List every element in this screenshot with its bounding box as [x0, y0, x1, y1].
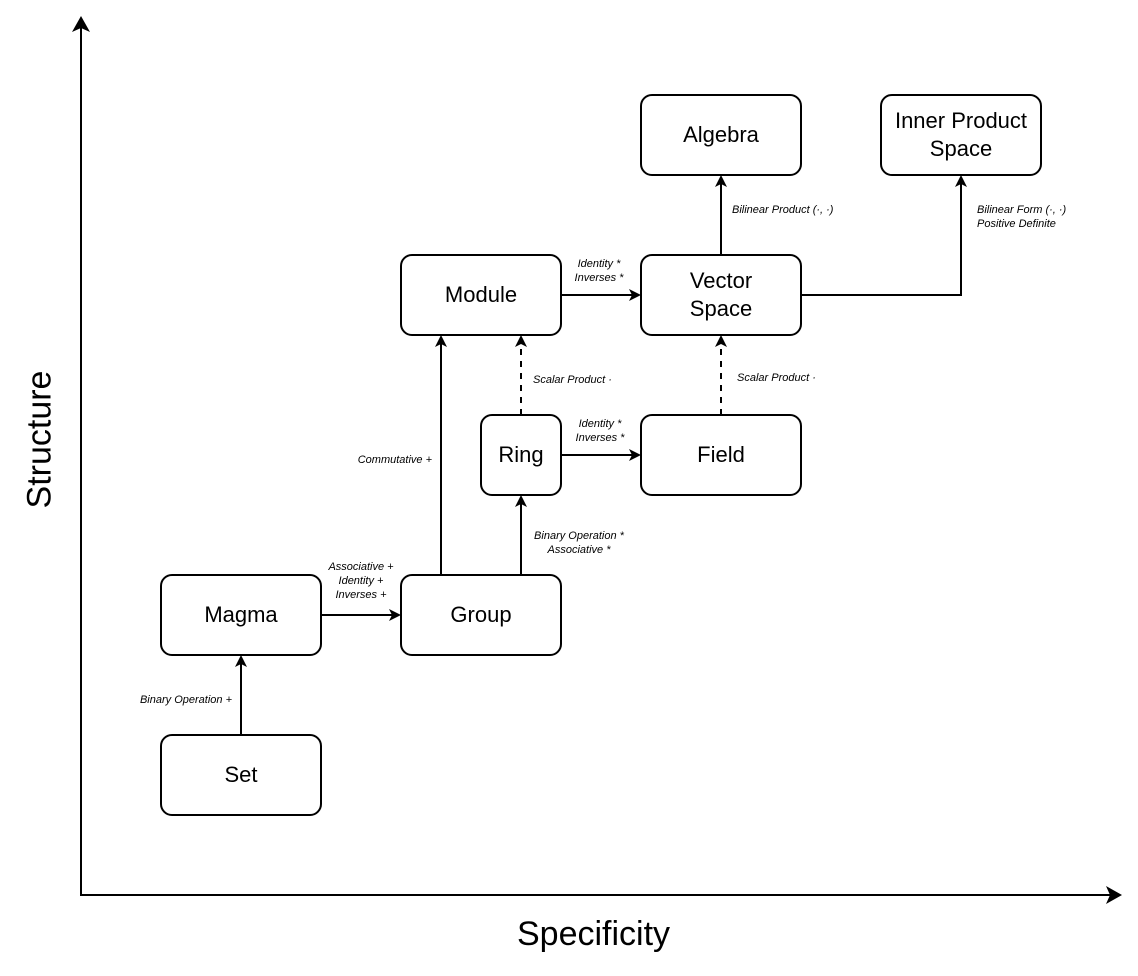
label-module-vector-space: Identity * Inverses * — [560, 257, 638, 285]
label-line: Bilinear Form (·, ·) — [977, 204, 1067, 216]
label-line: Identity * — [578, 418, 622, 430]
label-magma-group: Associative + Identity + Inverses + — [316, 560, 406, 602]
label-set-magma: Binary Operation + — [120, 693, 232, 707]
label-vector-space-algebra: Bilinear Product (·, ·) — [732, 203, 833, 217]
node-magma[interactable]: Magma — [160, 574, 322, 656]
label-line: Binary Operation + — [139, 694, 232, 706]
x-axis-title: Specificity — [517, 915, 671, 953]
node-set[interactable]: Set — [160, 734, 322, 816]
label-line: Inverses + — [335, 589, 387, 601]
node-field[interactable]: Field — [640, 414, 802, 496]
label-ring-field: Identity * Inverses * — [562, 417, 638, 445]
label-ring-module: Scalar Product · — [533, 373, 612, 387]
label-line: Inverses * — [575, 432, 625, 444]
label-line: Identity * — [577, 258, 621, 270]
y-axis-title: Structure — [20, 370, 59, 509]
label-line: Scalar Product · — [737, 372, 816, 384]
node-algebra[interactable]: Algebra — [640, 94, 802, 176]
label-line: Bilinear Product (·, ·) — [732, 204, 834, 216]
label-group-ring: Binary Operation * Associative * — [526, 529, 632, 557]
label-line: Scalar Product · — [533, 374, 612, 386]
label-line: Associative + — [328, 561, 394, 573]
label-line: Associative * — [547, 544, 611, 556]
node-ring[interactable]: Ring — [480, 414, 562, 496]
node-inner-product-space[interactable]: Inner Product Space — [880, 94, 1042, 176]
label-line: Inverses * — [574, 272, 624, 284]
node-vector-space[interactable]: Vector Space — [640, 254, 802, 336]
label-group-module: Commutative + — [330, 453, 432, 467]
node-group[interactable]: Group — [400, 574, 562, 656]
edge-vector-space-inner-product-space — [801, 175, 967, 296]
label-line: Positive Definite — [977, 218, 1056, 230]
label-field-vector-space: Scalar Product · — [737, 371, 816, 385]
label-vector-space-inner-product-space: Bilinear Form (·, ·) Positive Definite — [977, 203, 1066, 231]
label-line: Binary Operation * — [534, 530, 624, 542]
label-line: Identity + — [338, 575, 384, 587]
label-line: Commutative + — [357, 454, 432, 466]
node-module[interactable]: Module — [400, 254, 562, 336]
